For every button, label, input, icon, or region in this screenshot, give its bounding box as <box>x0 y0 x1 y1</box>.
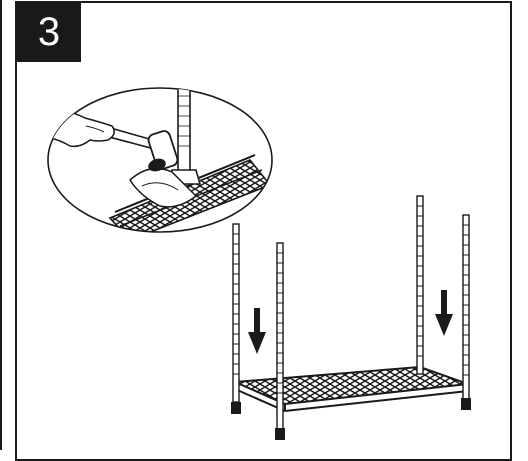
pole-front-left <box>275 242 285 440</box>
step-number-badge: 3 <box>17 3 81 62</box>
pole-back-left <box>231 223 241 414</box>
down-arrow-icon <box>435 290 453 336</box>
pole-front-right <box>461 214 471 410</box>
inset-detail <box>47 87 273 233</box>
assembly-illustration <box>47 87 471 440</box>
down-arrow-icon <box>248 308 266 354</box>
pole-back-right <box>416 195 424 375</box>
page-edge-line <box>0 0 2 450</box>
wire-shelf <box>234 365 469 413</box>
